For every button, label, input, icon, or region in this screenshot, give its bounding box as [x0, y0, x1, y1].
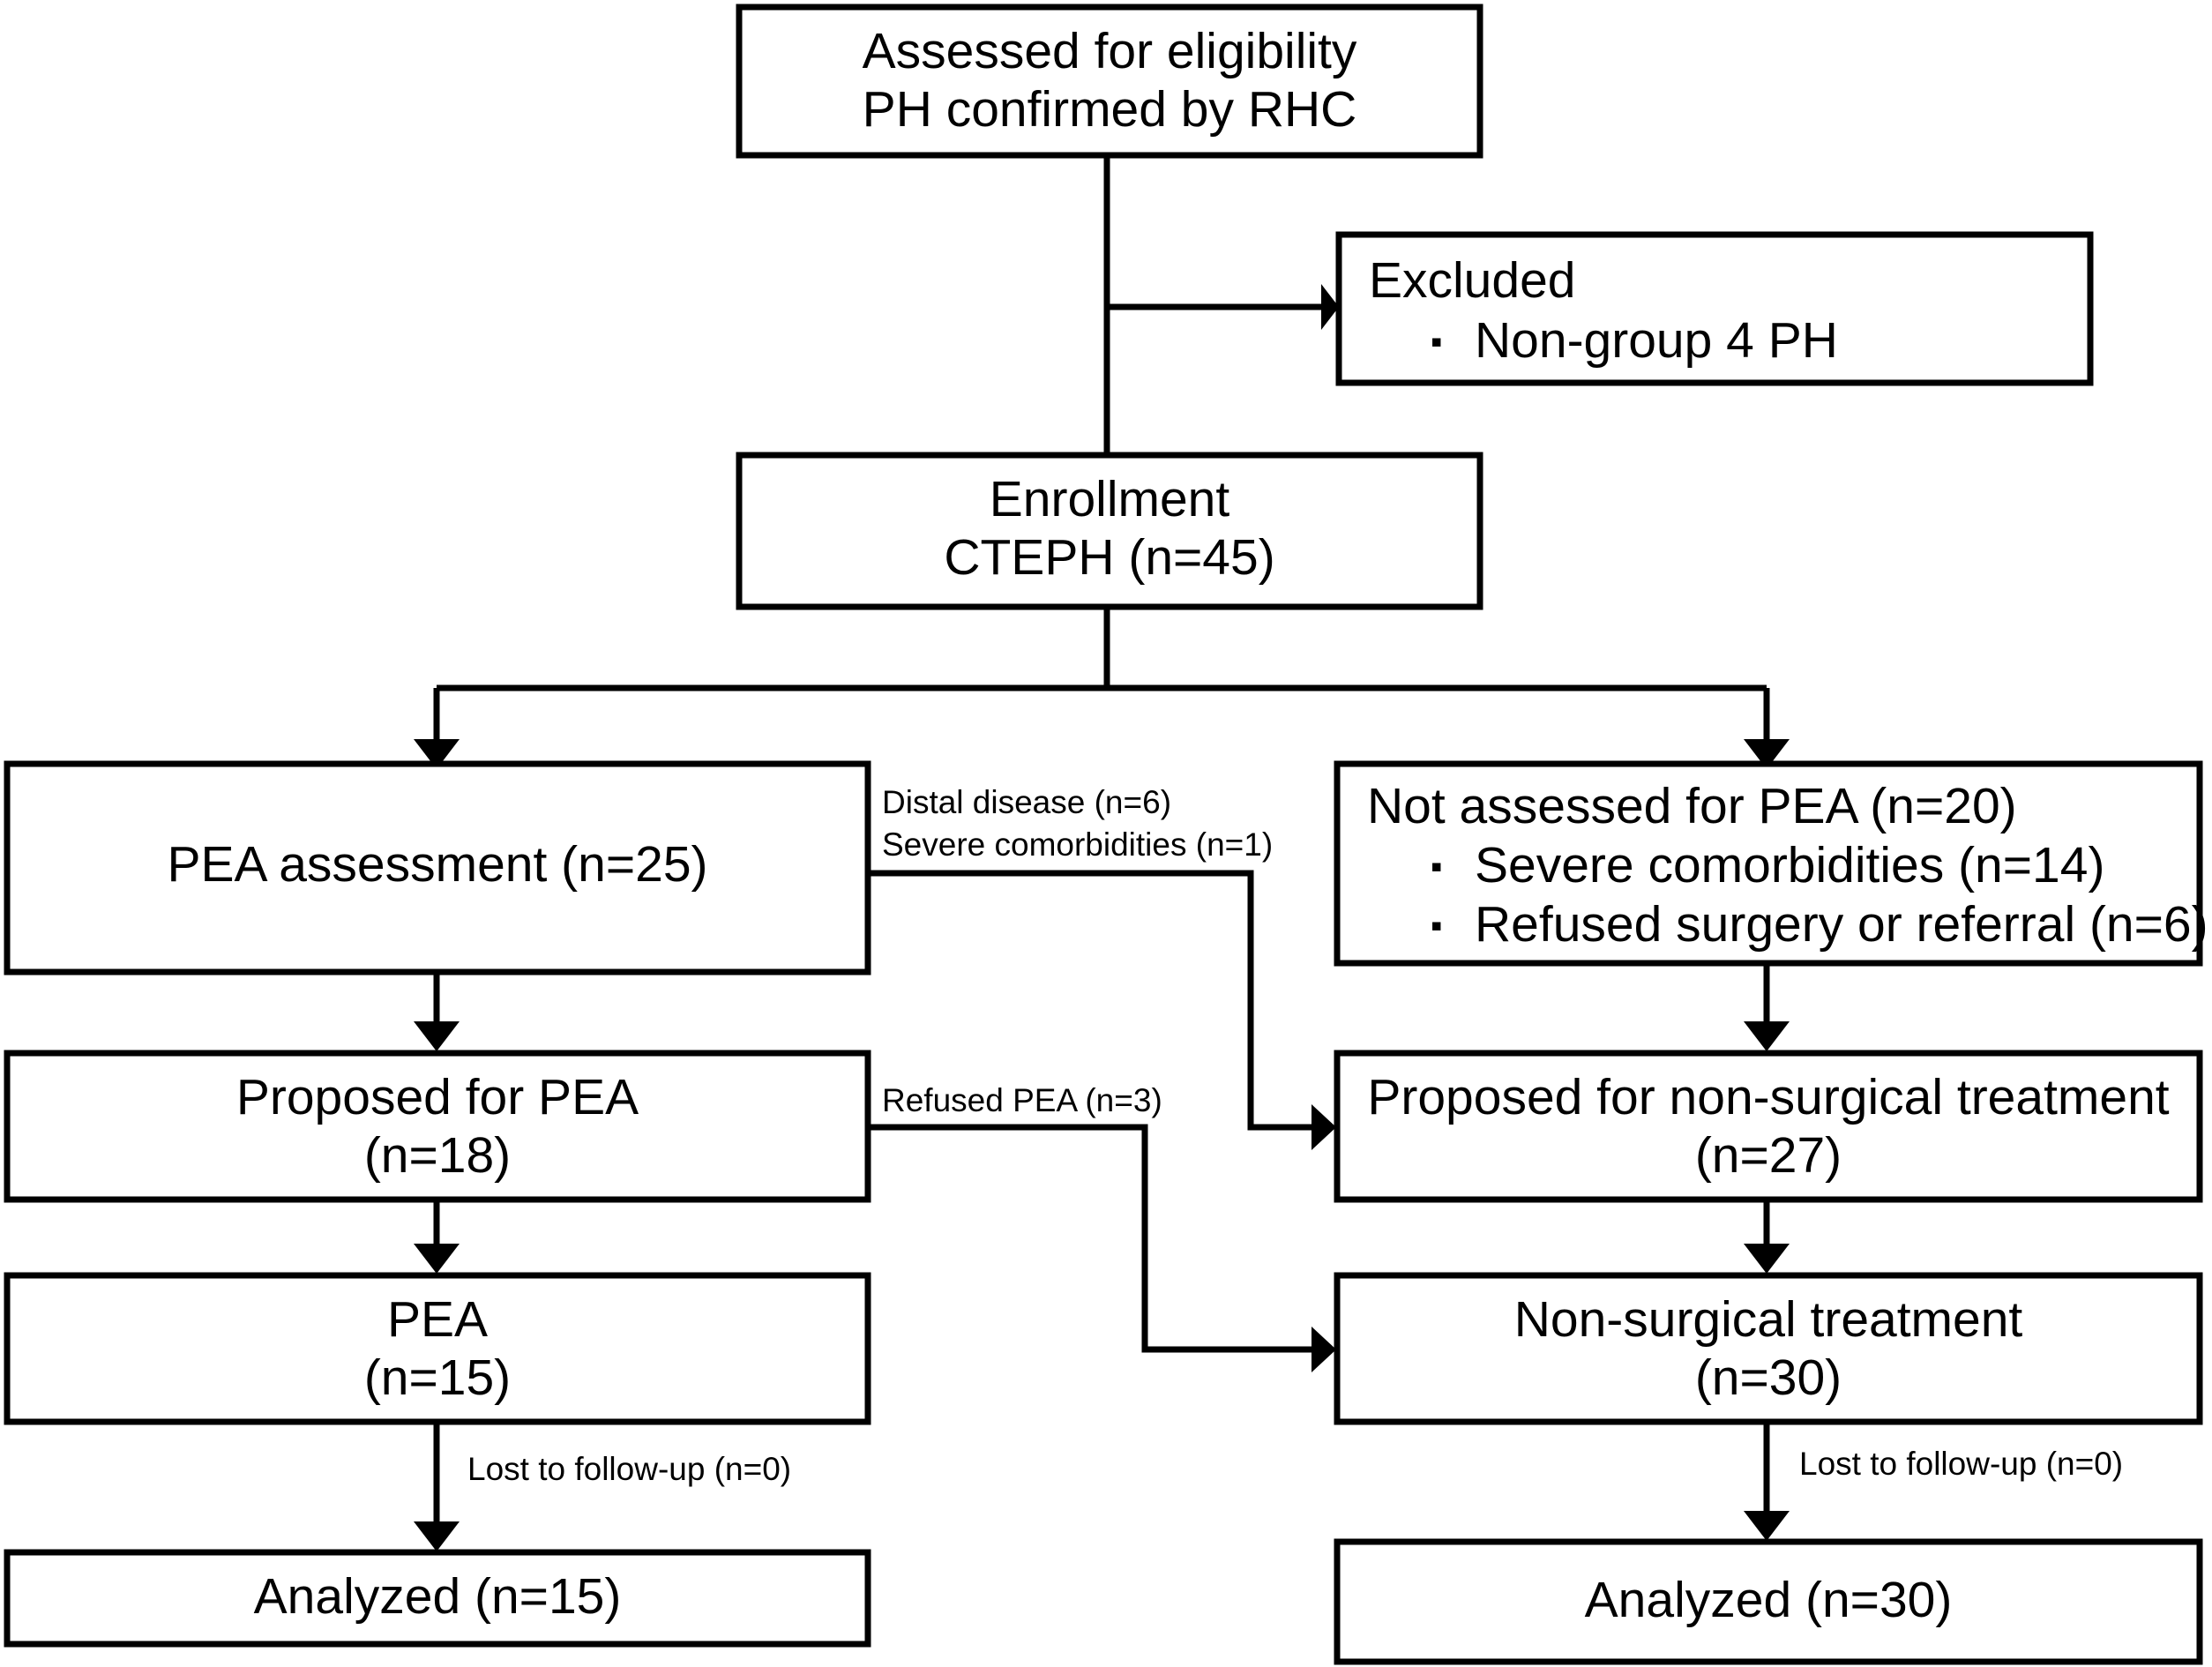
node-assessed-line1: Assessed for eligibility — [863, 23, 1357, 79]
edge-label-lost-followup-right: Lost to follow-up (n=0) — [1799, 1446, 2123, 1482]
node-proposed-pea-line1: Proposed for PEA — [236, 1069, 639, 1125]
node-analyzed-left: Analyzed (n=15) — [4, 1549, 871, 1648]
node-nonsurgical-line2: (n=30) — [1695, 1349, 1842, 1406]
node-proposed-pea-box — [4, 1050, 871, 1203]
node-proposed-nonsurgical-line2: (n=27) — [1695, 1127, 1842, 1184]
node-excluded-heading: Excluded — [1369, 252, 1576, 309]
node-enrollment-line2: CTEPH (n=45) — [944, 529, 1274, 586]
node-proposed-for-non-surgical-treatment: Proposed for non-surgical treatment (n=2… — [1334, 1050, 2203, 1203]
node-non-surgical-treatment: Non-surgical treatment (n=30) — [1334, 1272, 2203, 1425]
edge-label-refused-pea: Refused PEA (n=3) — [882, 1082, 1162, 1118]
node-proposed-for-pea: Proposed for PEA (n=18) — [4, 1050, 871, 1203]
node-pea-line1: PEA — [387, 1291, 488, 1348]
node-not-assessed-heading: Not assessed for PEA (n=20) — [1367, 778, 2017, 834]
edge-label-distal-disease: Distal disease (n=6) — [882, 784, 1171, 820]
node-proposed-nonsurgical-line1: Proposed for non-surgical treatment — [1367, 1069, 2169, 1125]
node-not-assessed-for-pea: Not assessed for PEA (n=20) ▪ Severe com… — [1334, 760, 2208, 967]
arrowhead-refused-pea-to-nonsurgical — [1312, 1327, 1336, 1372]
node-assessed-for-eligibility: Assessed for eligibility PH confirmed by… — [736, 4, 1483, 159]
node-assessed-line2: PH confirmed by RHC — [863, 81, 1357, 138]
node-pea-assessment: PEA assessment (n=25) — [4, 760, 871, 976]
node-enrollment-box — [736, 452, 1483, 610]
node-not-assessed-bullet-1: Refused surgery or referral (n=6) — [1475, 896, 2208, 953]
node-excluded: Excluded ▪ Non-group 4 PH — [1335, 231, 2094, 386]
node-excluded-bullet-0: Non-group 4 PH — [1475, 312, 1838, 369]
node-analyzed-left-line1: Analyzed (n=15) — [254, 1568, 622, 1625]
bullet-square-icon: ▪ — [1431, 848, 1442, 886]
node-assessed-box — [736, 4, 1483, 159]
node-excluded-box — [1335, 231, 2094, 386]
node-nonsurgical-line1: Non-surgical treatment — [1514, 1291, 2023, 1348]
node-analyzed-left-box — [4, 1549, 871, 1648]
arrowhead-to-nonsurgical — [1744, 1244, 1790, 1274]
arrowhead-to-pea-assessment — [414, 739, 460, 769]
node-enrollment: Enrollment CTEPH (n=45) — [736, 452, 1483, 610]
edge-label-lost-followup-left: Lost to follow-up (n=0) — [467, 1451, 791, 1487]
edge-label-severe-comorbidities: Severe comorbidities (n=1) — [882, 826, 1273, 863]
arrowhead-to-proposed-nonsurgical — [1312, 1104, 1336, 1150]
arrowhead-to-not-assessed — [1744, 739, 1790, 769]
arrowhead-to-excluded — [1321, 284, 1339, 330]
node-pea: PEA (n=15) — [4, 1272, 871, 1425]
node-analyzed-right-line1: Analyzed (n=30) — [1585, 1572, 1953, 1628]
arrowhead-not-assessed-to-proposed-nonsurgical — [1744, 1021, 1790, 1051]
arrowhead-to-analyzed-left — [414, 1521, 460, 1551]
node-analyzed-right-box — [1334, 1538, 2203, 1665]
connector-proposed-pea-to-nonsurgical — [869, 1124, 1312, 1353]
connector-pea-assessment-to-proposed-nonsurgical — [869, 870, 1312, 1131]
bullet-square-icon: ▪ — [1431, 908, 1442, 945]
node-proposed-pea-line2: (n=18) — [364, 1127, 511, 1184]
arrowhead-to-proposed-pea — [414, 1021, 460, 1051]
bullet-square-icon: ▪ — [1431, 324, 1442, 361]
node-not-assessed-bullet-0: Severe comorbidities (n=14) — [1475, 837, 2104, 893]
node-pea-assessment-line1: PEA assessment (n=25) — [167, 836, 707, 893]
node-not-assessed-box — [1334, 760, 2203, 967]
node-enrollment-line1: Enrollment — [990, 471, 1230, 527]
node-pea-box — [4, 1272, 871, 1425]
node-pea-assessment-box — [4, 760, 871, 976]
node-analyzed-right: Analyzed (n=30) — [1334, 1538, 2203, 1665]
node-proposed-nonsurgical-box — [1334, 1050, 2203, 1203]
arrowhead-to-analyzed-right — [1744, 1511, 1790, 1541]
node-pea-line2: (n=15) — [364, 1349, 511, 1406]
arrowhead-to-pea — [414, 1244, 460, 1274]
node-nonsurgical-box — [1334, 1272, 2203, 1425]
